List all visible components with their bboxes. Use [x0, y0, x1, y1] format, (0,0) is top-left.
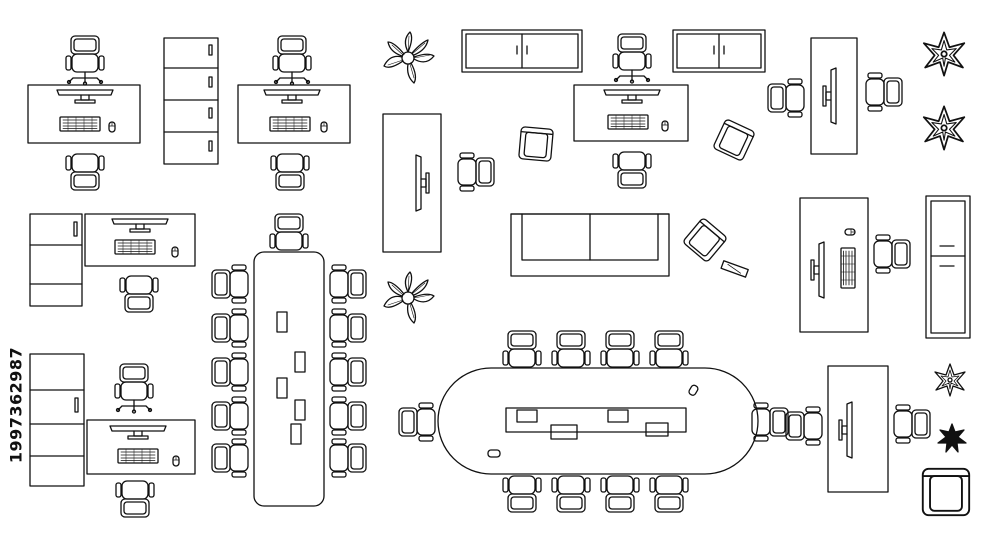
cabinet-3: [29, 353, 85, 487]
cabinet-2: [29, 213, 83, 307]
computer-monitor: [56, 89, 114, 104]
conference-table-long: [211, 213, 367, 507]
conference-table-oval: [398, 330, 789, 513]
stock-id-text: 1997362987: [6, 346, 26, 464]
sofa: [510, 213, 670, 277]
wall-cabinet-1: [461, 29, 583, 73]
armchair: [681, 216, 729, 264]
potted-plant: [383, 271, 435, 324]
potted-plant: [934, 363, 966, 397]
workstation-8: [799, 197, 911, 333]
cabinet-4: [925, 195, 971, 339]
floor-lamp: [720, 260, 749, 278]
workstation-4: [86, 364, 196, 518]
desk: [27, 84, 141, 144]
mouse: [108, 121, 116, 133]
workstation-3: [84, 213, 196, 313]
potted-plant: [922, 31, 966, 77]
filing-cabinet-1: [163, 37, 219, 165]
stock-id-watermark: 1997362987: [4, 290, 28, 520]
armchair: [921, 467, 971, 517]
keyboard: [59, 116, 101, 132]
wall-cabinet-2: [672, 29, 766, 73]
workstation-9: [785, 365, 931, 493]
workstation-5: [382, 113, 495, 253]
potted-plant: [383, 31, 435, 84]
workstation-1: [27, 36, 141, 191]
workstation-2: [237, 36, 351, 191]
workstation-7: [767, 37, 903, 155]
potted-plant: [922, 105, 966, 151]
workstation-6: [573, 34, 689, 189]
potted-plant: [937, 423, 967, 453]
armchair: [712, 118, 756, 162]
armchair: [518, 126, 554, 162]
